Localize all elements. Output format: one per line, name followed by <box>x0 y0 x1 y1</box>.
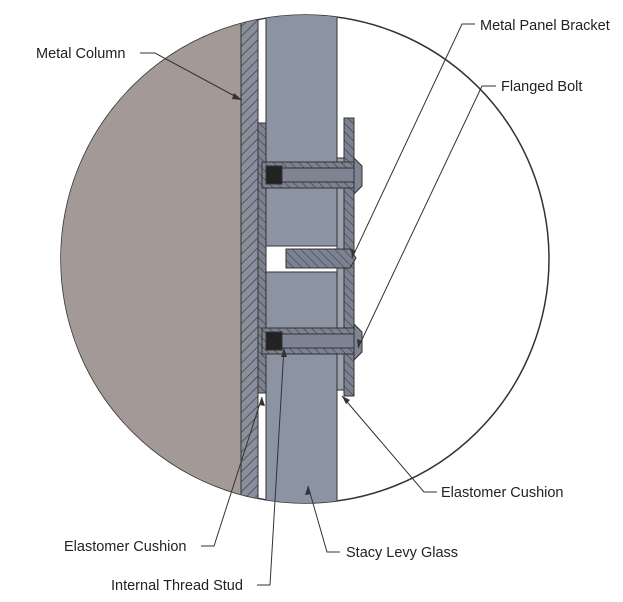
label-metal-panel-bracket: Metal Panel Bracket <box>480 18 610 34</box>
leader-flanged-bolt <box>357 85 496 349</box>
leader-lines <box>140 23 496 586</box>
column-face-plate <box>240 15 259 503</box>
label-elastomer-cushion-left: Elastomer Cushion <box>64 539 187 555</box>
label-internal-thread-stud: Internal Thread Stud <box>111 578 243 594</box>
leader-elastomer-cushion-right <box>341 395 437 493</box>
metal-column <box>61 15 244 503</box>
upper-bolt-assembly <box>261 156 363 196</box>
label-elastomer-cushion-right: Elastomer Cushion <box>441 485 564 501</box>
leader-elastomer-cushion-left <box>201 396 263 547</box>
leader-stacy-levy-glass <box>307 485 340 553</box>
lower-bolt-assembly <box>261 322 363 362</box>
glass-panel-upper <box>265 15 338 247</box>
label-flanged-bolt: Flanged Bolt <box>501 79 582 95</box>
label-stacy-levy-glass: Stacy Levy Glass <box>346 545 458 561</box>
elastomer-cushion-left <box>257 122 267 394</box>
leader-internal-thread-stud <box>257 347 285 586</box>
leader-arrowheads <box>232 93 362 495</box>
leader-metal-column <box>140 52 243 101</box>
bracket-arm <box>285 248 357 269</box>
elastomer-cushion-right <box>336 157 345 391</box>
label-metal-column: Metal Column <box>36 46 125 62</box>
glass-panel-lower <box>265 271 338 503</box>
leader-metal-panel-bracket <box>351 23 475 259</box>
